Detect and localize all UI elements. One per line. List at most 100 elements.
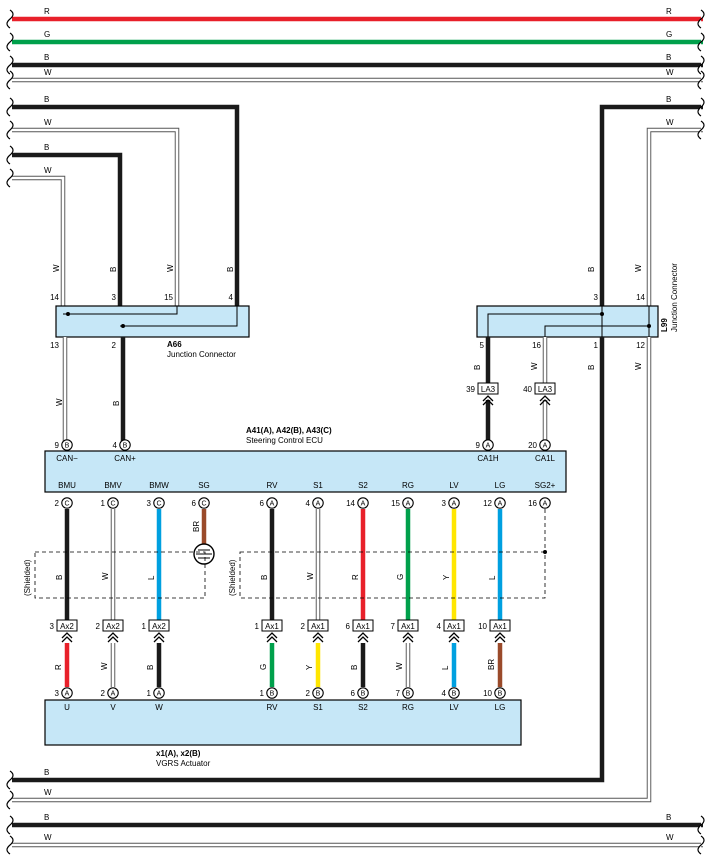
ecu-wire-label-6: R: [351, 574, 360, 580]
ax-connector-0: [56, 619, 78, 632]
ecu-bottom-pin-4: 6: [260, 499, 265, 508]
ecu-top-terminal-2-letter: A: [486, 443, 491, 450]
ax-pin-1: 2: [96, 622, 101, 631]
actuator-pin-8: 10: [483, 689, 492, 698]
ecu-top-terminal-3-letter: A: [543, 443, 548, 450]
top-bus-break-right-0: [697, 9, 705, 29]
a66-bottom-wire-label-0: W: [55, 398, 64, 406]
ecu-top-terminal-1: [119, 439, 131, 451]
actuator-wire-label-4: Y: [305, 664, 314, 670]
actuator-wire-label-5: B: [350, 665, 359, 670]
top-bus-break-left-0: [6, 9, 14, 29]
a66-top-pin-3: 4: [229, 293, 234, 302]
actuator-wire-label-6: W: [395, 662, 404, 670]
actuator-terminal-7-letter: B: [452, 691, 457, 698]
right-branch-wire-1: [647, 128, 703, 306]
ecu-bottom-name-2: BMW: [149, 481, 169, 490]
actuator-pin-1: 2: [101, 689, 106, 698]
l99-id: L99: [660, 318, 669, 332]
ecu-top-pin-2: 9: [476, 441, 481, 450]
ecu-bottom-terminal-9-letter: A: [498, 501, 503, 508]
ax-chevron-0-2: [61, 636, 73, 643]
bottom-bus-label-right-3: W: [666, 833, 674, 842]
top-bus-label-right-0: R: [666, 7, 672, 16]
la3-connector-0: [477, 382, 499, 395]
l99-top-wire-label-0: B: [587, 267, 596, 272]
ax-chevron-4-2: [312, 636, 324, 643]
ecu-top-name-3: CA1L: [535, 454, 556, 463]
ecu-bottom-terminal-10: [539, 497, 551, 509]
ecu-top-terminal-1-letter: B: [123, 443, 128, 450]
actuator-terminal-6: [402, 687, 414, 699]
a66-top-pin-2: 15: [164, 293, 173, 302]
ecu-wire-label-8: Y: [442, 574, 451, 580]
ax-chevron-5: [357, 632, 369, 639]
left-branch-label-0: B: [44, 95, 49, 104]
actuator-terminal-2: [153, 687, 165, 699]
l99-bottom-wire-label-1: W: [530, 362, 539, 370]
a66-id: A66: [167, 340, 182, 349]
left-branch-wire-1: [12, 128, 179, 306]
actuator-wire-label-1: W: [100, 662, 109, 670]
ecu-top-terminal-0-letter: B: [65, 443, 70, 450]
ecu-bottom-terminal-0-letter: C: [64, 501, 69, 508]
actuator-terminal-name-0: U: [64, 703, 70, 712]
ecu-bottom-name-7: RG: [402, 481, 414, 490]
top-bus-break-right-2: [697, 55, 705, 75]
ecu-top-pin-0: 9: [55, 441, 60, 450]
top-bus-label-left-1: G: [44, 30, 50, 39]
ecu-bottom-pin-0: 2: [55, 499, 60, 508]
actuator-pin-4: 2: [306, 689, 311, 698]
ax-chevron-7-2: [448, 636, 460, 643]
ecu-bottom-pin-10: 16: [528, 499, 537, 508]
top-bus-break-right-1: [697, 32, 705, 52]
actuator-pin-2: 1: [147, 689, 152, 698]
ecu-bottom-name-6: S2: [358, 481, 368, 490]
shield-ground-lines: [196, 549, 212, 559]
actuator-terminal-name-4: S1: [313, 703, 323, 712]
l99-top-pin-1: 14: [636, 293, 645, 302]
actuator-terminal-6-letter: B: [406, 691, 411, 698]
ax-connector-3: [261, 619, 283, 632]
ecu-bottom-terminal-1: [107, 497, 119, 509]
l99-node-2: [647, 324, 651, 328]
actuator-wire-label-7: L: [441, 665, 450, 670]
ecu-top-terminal-2: [482, 439, 494, 451]
left-branch-break-2: [6, 145, 14, 165]
right-branch-break-1: [697, 120, 705, 140]
bottom-bus-break-right-2: [697, 815, 705, 835]
actuator-terminal-name-5: S2: [358, 703, 368, 712]
ecu-top-pin-1: 4: [113, 441, 118, 450]
l99-bottom-pin-3: 12: [636, 341, 645, 350]
ecu-top-name-2: CA1H: [477, 454, 499, 463]
l99-junction-connector: [476, 305, 659, 338]
l99-internal-links: [487, 306, 650, 337]
ax-connector-8: [489, 619, 511, 632]
la3-chevron-0-2: [482, 399, 494, 406]
a66-top-pin-1: 3: [112, 293, 117, 302]
ecu-bottom-name-3: SG: [198, 481, 210, 490]
actuator-wire-label-0: R: [54, 664, 63, 670]
ecu-bottom-terminal-2: [153, 497, 165, 509]
ecu-bottom-name-9: LG: [495, 481, 506, 490]
actuator-terminal-name-8: LG: [495, 703, 506, 712]
top-bus-break-right-3: [697, 70, 705, 90]
left-branch-wire-3: [12, 176, 65, 306]
actuator-wire-label-2: B: [146, 665, 155, 670]
ecu-wire-label-7: G: [396, 574, 405, 580]
ecu-bottom-terminal-8-letter: A: [452, 501, 457, 508]
ecu-bottom-terminal-4-letter: A: [270, 501, 275, 508]
ecu-bottom-terminal-10-letter: A: [543, 501, 548, 508]
actuator-id: x1(A), x2(B): [156, 749, 201, 758]
right-branch-label-1: W: [666, 118, 674, 127]
ax-chevron-6-2: [402, 636, 414, 643]
bottom-bus-break-left-1: [6, 790, 14, 810]
la3-pin-1: 40: [523, 385, 532, 394]
actuator-terminal-0: [61, 687, 73, 699]
ecu-bottom-pin-2: 3: [147, 499, 152, 508]
right-branch-wire-0: [599, 104, 703, 306]
la3-pin-0: 39: [466, 385, 475, 394]
a66-bottom-wire-label-1: B: [112, 401, 121, 406]
actuator-terminal-name-1: V: [110, 703, 116, 712]
